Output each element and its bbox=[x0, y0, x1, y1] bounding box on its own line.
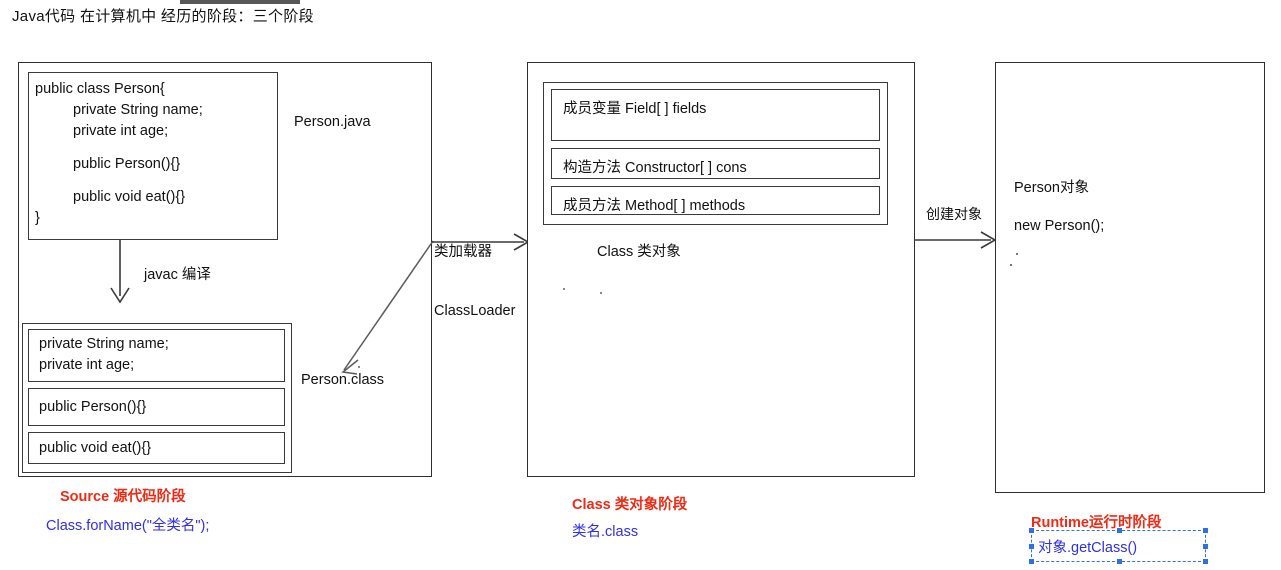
class-constructors-row: 构造方法 Constructor[ ] cons bbox=[551, 148, 880, 179]
javac-compile-arrow bbox=[110, 240, 130, 304]
runtime-stage-panel bbox=[995, 62, 1265, 493]
class-object-label: Class 类对象 bbox=[597, 244, 681, 260]
classloader-to-class-file-arrow bbox=[341, 240, 434, 375]
person-class-structure-box: private String name; private int age; pu… bbox=[22, 323, 292, 473]
code-line-2: private String name; bbox=[73, 102, 203, 118]
resize-handle-middle-right[interactable] bbox=[1203, 544, 1208, 549]
create-object-label: 创建对象 bbox=[926, 206, 982, 222]
code-line-4: public Person(){} bbox=[73, 156, 181, 172]
code-line-5: public void eat(){} bbox=[73, 189, 186, 205]
person-class-label: Person.class bbox=[301, 372, 385, 388]
resize-handle-bottom-middle[interactable] bbox=[1116, 559, 1122, 564]
javac-compile-label: javac 编译 bbox=[144, 267, 211, 283]
create-object-arrow bbox=[914, 231, 997, 249]
class-method-box: public void eat(){} bbox=[28, 432, 285, 464]
resize-handle-middle-left[interactable] bbox=[1029, 544, 1034, 549]
top-edge-artifact bbox=[180, 0, 300, 4]
code-line-1: public class Person{ bbox=[35, 81, 165, 97]
class-methods-row: 成员方法 Method[ ] methods bbox=[551, 186, 880, 215]
resize-handle-top-right[interactable] bbox=[1203, 528, 1208, 533]
class-stage-api: 类名.class bbox=[572, 524, 639, 540]
resize-handle-top-left[interactable] bbox=[1029, 528, 1034, 533]
class-fields-row: 成员变量 Field[ ] fields bbox=[551, 89, 880, 141]
source-stage-api: Class.forName("全类名"); bbox=[46, 518, 210, 534]
resize-handle-bottom-right[interactable] bbox=[1203, 559, 1208, 564]
classloader-label-en: ClassLoader bbox=[434, 303, 516, 319]
resize-handle-top-middle[interactable] bbox=[1116, 528, 1122, 533]
code-blank-1 bbox=[35, 142, 277, 154]
person-java-label: Person.java bbox=[294, 114, 371, 130]
stray-dot-left bbox=[358, 366, 360, 368]
class-fields-line-1: private String name; bbox=[39, 336, 169, 352]
person-object-label: Person对象 bbox=[1014, 180, 1089, 196]
code-blank-2 bbox=[35, 175, 277, 187]
stray-dot-mid-1 bbox=[563, 288, 565, 290]
class-fields-line-2: private int age; bbox=[39, 357, 135, 373]
resize-handle-bottom-left[interactable] bbox=[1029, 559, 1034, 564]
class-object-members-box: 成员变量 Field[ ] fields 构造方法 Constructor[ ]… bbox=[543, 82, 888, 225]
runtime-stage-api: 对象.getClass() bbox=[1038, 540, 1138, 556]
stray-dot-mid-2 bbox=[600, 292, 602, 294]
class-constructor-box: public Person(){} bbox=[28, 388, 285, 426]
classloader-label-cn: 类加载器 bbox=[434, 244, 492, 260]
runtime-stage-caption: Runtime运行时阶段 bbox=[1031, 515, 1162, 531]
stray-dot-right-2 bbox=[1010, 264, 1012, 266]
page-title: Java代码 在计算机中 经历的阶段：三个阶段 bbox=[12, 8, 314, 25]
source-stage-caption: Source 源代码阶段 bbox=[60, 489, 186, 505]
runtime-api-selection-box[interactable]: 对象.getClass() bbox=[1029, 528, 1208, 564]
stray-dot-right-1 bbox=[1016, 253, 1018, 255]
class-fields-box: private String name; private int age; bbox=[28, 329, 285, 382]
class-stage-caption: Class 类对象阶段 bbox=[572, 497, 688, 513]
new-person-statement: new Person(); bbox=[1014, 218, 1105, 234]
java-source-code-box: public class Person{ private String name… bbox=[28, 72, 278, 240]
code-line-3: private int age; bbox=[73, 123, 169, 139]
code-line-6: } bbox=[35, 210, 40, 226]
